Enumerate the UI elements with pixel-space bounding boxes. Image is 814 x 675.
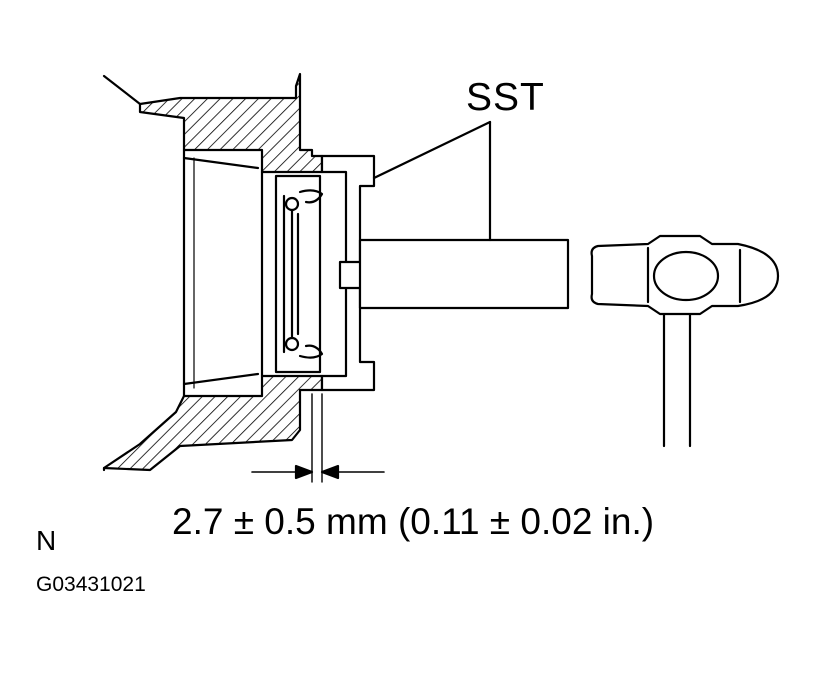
housing-lower-section [102,374,324,472]
sst-handle-rod [358,238,570,310]
sst-leader-to-head [372,120,492,180]
oil-seal [274,174,324,374]
housing-outline [102,74,142,472]
dimension-indicator [251,393,385,483]
bore-taper-bottom [182,372,260,386]
corner-letter: N [36,525,57,556]
hammer-icon [590,234,780,448]
housing-upper-section [138,72,324,174]
sst-neck [338,260,364,290]
figure-code: G03431021 [36,573,146,596]
dimension-label: 2.7 ± 0.5 mm (0.11 ± 0.02 in.) [172,501,655,542]
bore-taper-top [182,156,260,170]
sst-label: SST [466,76,545,119]
